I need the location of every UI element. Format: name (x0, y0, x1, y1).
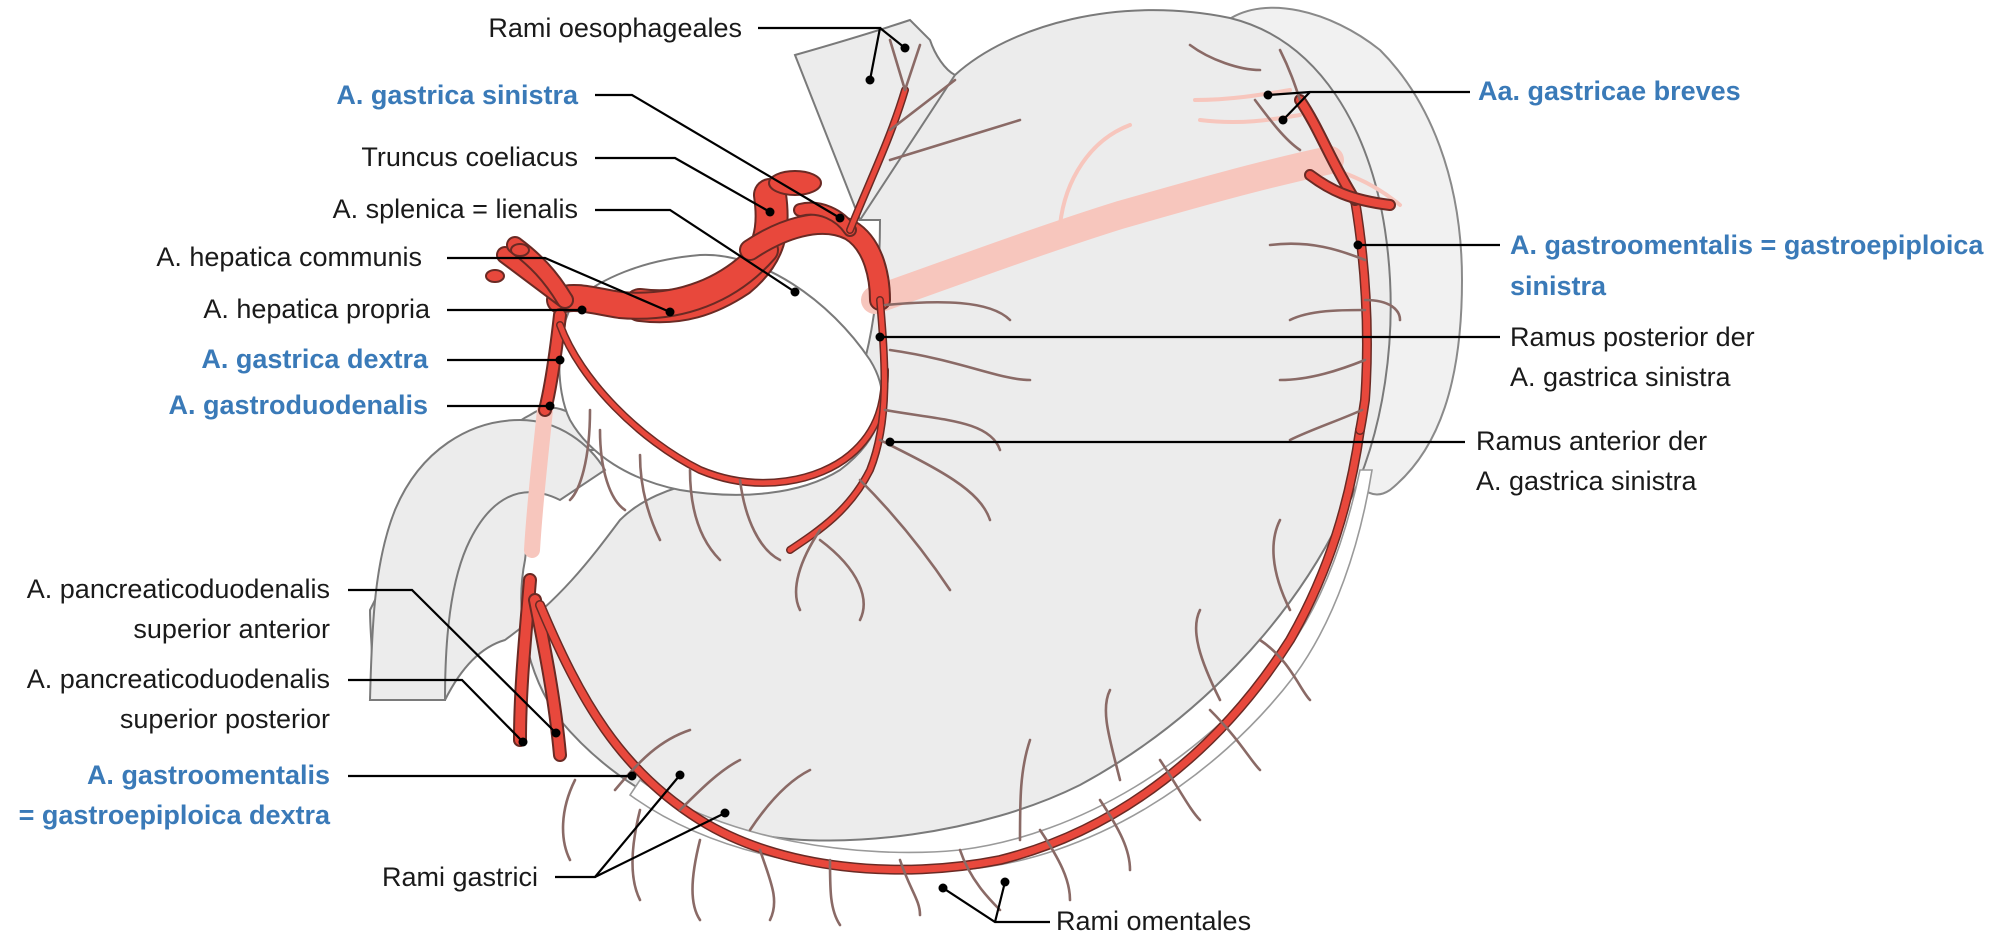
label-pancreaticoduodenalis-ant-2: superior anterior (133, 614, 330, 644)
duodenum (368, 418, 607, 701)
label-a-hepatica-communis: A. hepatica communis (156, 242, 422, 272)
label-gastroomentalis-dextra-1: A. gastroomentalis (87, 760, 330, 790)
gastroduodenal-ghost (524, 402, 553, 558)
label-pancreaticoduodenalis-ant-1: A. pancreaticoduodenalis (27, 574, 330, 604)
label-gastroomentalis-sinistra-1: A. gastroomentalis = gastroepiploica (1510, 230, 1984, 260)
label-ramus-posterior-2: A. gastrica sinistra (1510, 362, 1732, 392)
small-branches (561, 38, 1402, 927)
label-aa-gastricae-breves: Aa. gastricae breves (1478, 76, 1741, 106)
label-a-gastrica-dextra: A. gastrica dextra (201, 344, 429, 374)
hepatic-stump-1 (510, 243, 530, 257)
label-ramus-posterior-1: Ramus posterior der (1510, 322, 1755, 352)
hepatic-stump-2 (485, 269, 505, 283)
label-gastroomentalis-dextra-2: = gastroepiploica dextra (19, 800, 331, 830)
labels: Rami oesophageales A. gastrica sinistra … (19, 13, 1985, 934)
label-rami-oesophageales: Rami oesophageales (488, 13, 742, 43)
label-a-gastroduodenalis: A. gastroduodenalis (168, 390, 428, 420)
label-a-gastrica-sinistra: A. gastrica sinistra (336, 80, 579, 110)
oesophagus (793, 18, 957, 221)
label-pancreaticoduodenalis-post-1: A. pancreaticoduodenalis (27, 664, 330, 694)
splenic-branches-ghost (1058, 88, 1402, 227)
label-ramus-anterior-2: A. gastrica sinistra (1476, 466, 1698, 496)
label-a-splenica: A. splenica = lienalis (333, 194, 578, 224)
label-pancreaticoduodenalis-post-2: superior posterior (120, 704, 330, 734)
label-gastroomentalis-sinistra-2: sinistra (1510, 271, 1607, 301)
coeliac-trunk-stump (768, 170, 822, 196)
label-rami-gastrici: Rami gastrici (382, 862, 538, 892)
label-rami-omentales: Rami omentales (1056, 906, 1251, 934)
leader-lines (348, 26, 1500, 924)
label-truncus-coeliacus: Truncus coeliacus (361, 142, 578, 172)
splenic-artery-ghost (861, 146, 1344, 314)
label-ramus-anterior-1: Ramus anterior der (1476, 426, 1707, 456)
label-a-hepatica-propria: A. hepatica propria (203, 294, 431, 324)
